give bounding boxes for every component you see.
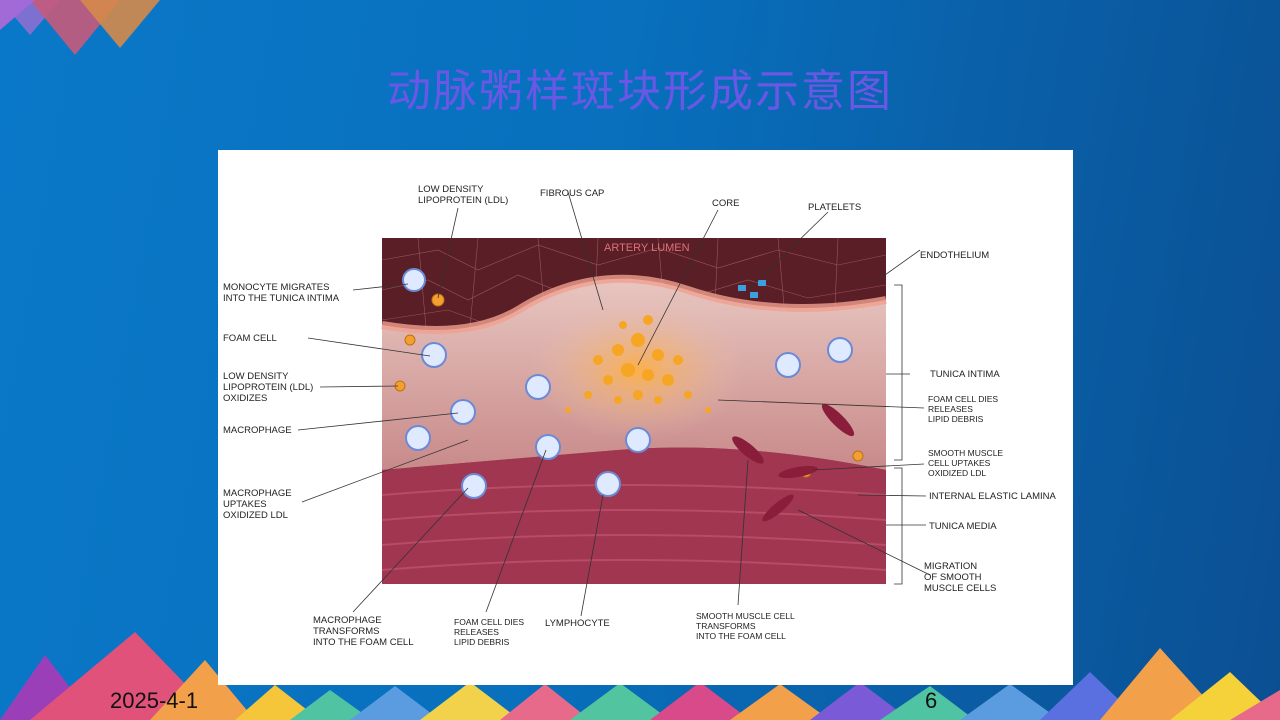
label-core: CORE	[712, 198, 740, 209]
label-tunica-intima: TUNICA INTIMA	[930, 369, 1000, 380]
label-tunica-media: TUNICA MEDIA	[929, 521, 997, 532]
label-ldl-oxidizes: LOW DENSITY LIPOPROTEIN (LDL) OXIDIZES	[223, 371, 314, 404]
label-macrophage: MACROPHAGE	[223, 425, 292, 436]
label-smooth-uptakes: SMOOTH MUSCLE CELL UPTAKES OXIDIZED LDL	[928, 448, 1004, 478]
label-endothelium: ENDOTHELIUM	[920, 250, 990, 261]
label-foam-dies-right: FOAM CELL DIES RELEASES LIPID DEBRIS	[928, 394, 999, 424]
page-number: 6	[925, 688, 938, 713]
label-monocyte: MONOCYTE MIGRATES INTO THE TUNICA INTIMA	[223, 282, 340, 304]
label-fibrous-cap: FIBROUS CAP	[540, 188, 605, 199]
label-foam-cell: FOAM CELL	[223, 333, 277, 344]
label-platelets: PLATELETS	[808, 202, 862, 213]
label-migration: MIGRATION OF SMOOTH MUSCLE CELLS	[924, 561, 997, 594]
label-lymphocyte: LYMPHOCYTE	[545, 618, 610, 629]
diagram-illustration	[297, 191, 931, 617]
label-ldl: LOW DENSITY LIPOPROTEIN (LDL)	[418, 184, 509, 206]
label-macrophage-uptakes: MACROPHAGE UPTAKES OXIDIZED LDL	[223, 488, 292, 521]
atherosclerosis-diagram: ARTERY LUMEN LOW DENSITY LIPOPROTEIN (LD…	[218, 150, 1073, 685]
artery-lumen-label: ARTERY LUMEN	[604, 242, 690, 254]
label-macrophage-transforms: MACROPHAGE TRANSFORMS INTO THE FOAM CELL	[313, 615, 414, 648]
label-internal-elastic-lamina: INTERNAL ELASTIC LAMINA	[929, 491, 1056, 502]
label-foam-dies-bottom: FOAM CELL DIES RELEASES LIPID DEBRIS	[454, 617, 525, 647]
slide-title: 动脉粥样斑块形成示意图	[387, 66, 893, 117]
label-smooth-transforms: SMOOTH MUSCLE CELL TRANSFORMS INTO THE F…	[696, 611, 795, 641]
slide-date: 2025-4-1	[110, 688, 199, 713]
